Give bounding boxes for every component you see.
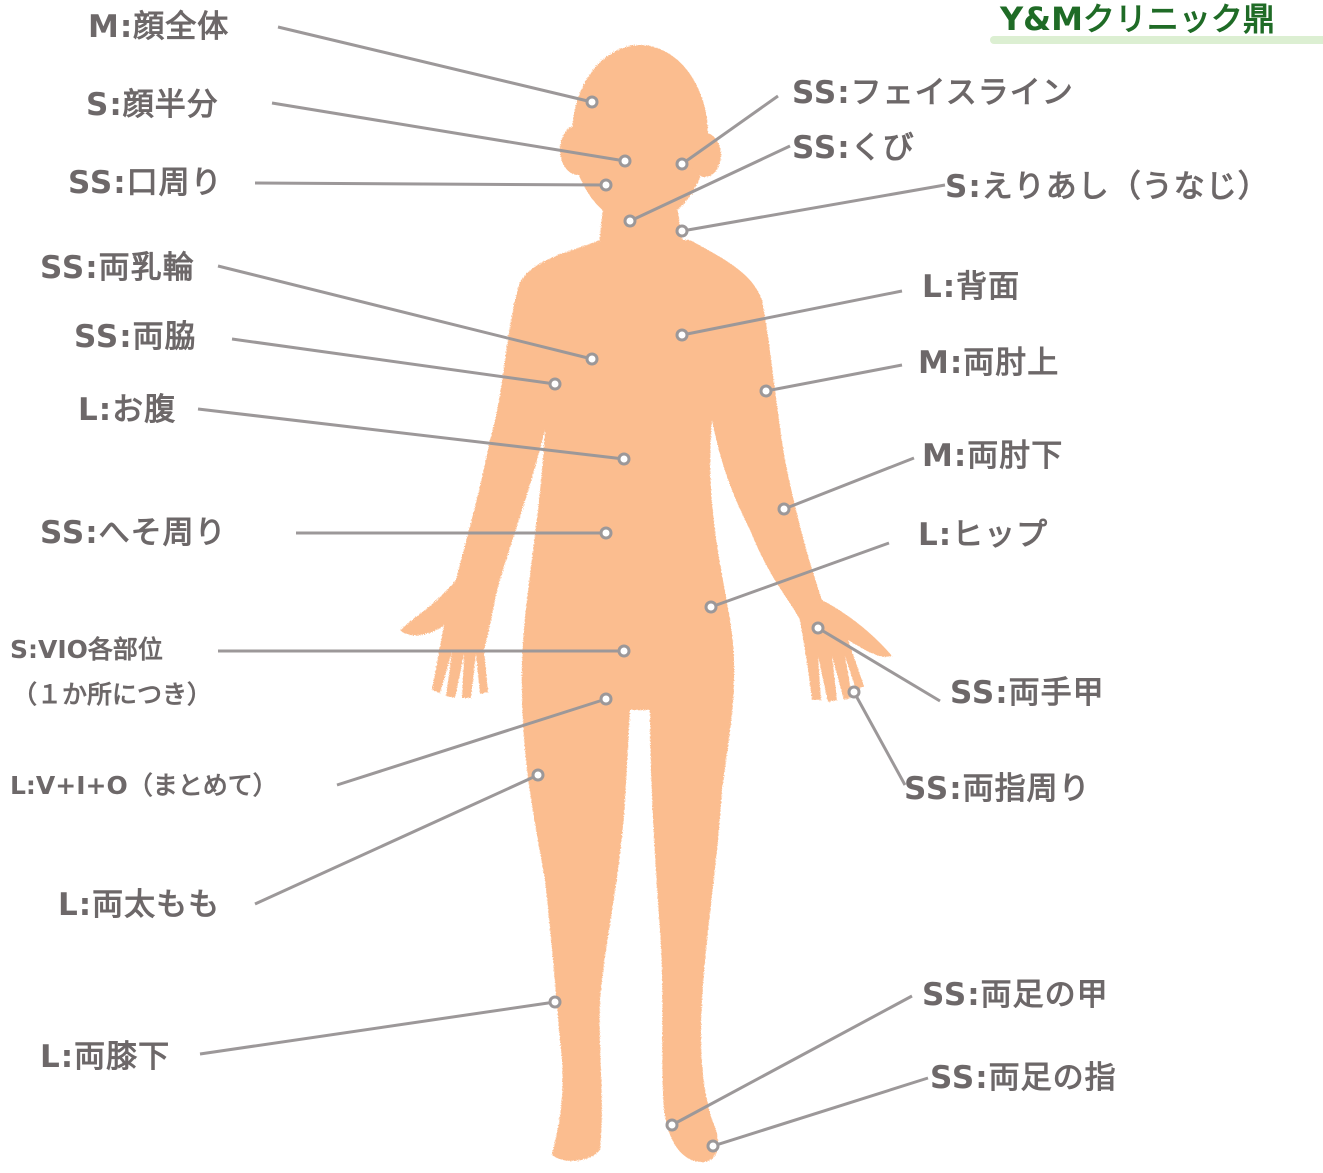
leader-dot-vio-each [617,644,631,658]
label-face-full: M:顔全体 [88,9,230,45]
label-face-half: S:顔半分 [86,87,219,123]
leader-dot-face-full [585,95,599,109]
ear-right [689,133,721,177]
leader-line-feet-top [671,994,913,1127]
leader-dot-below-knees [548,995,562,1009]
brand-name: Y&Mクリニック [1000,0,1243,38]
leader-line-mouth [254,181,607,187]
label-face-line: SS:フェイスライン [792,75,1074,111]
leader-line-below-knees [199,1000,556,1056]
leader-dot-neck [623,214,637,228]
head-shape [572,45,708,225]
leader-line-hands-back [817,626,941,703]
leader-line-both-armpits [231,337,556,386]
leader-line-upper-arms [765,363,903,393]
leader-dot-hands-back [811,621,825,635]
torso-shape [400,240,892,1163]
leader-dot-upper-arms [759,384,773,398]
label-below-knees: L:両膝下 [40,1039,171,1075]
leader-dot-thighs [531,768,545,782]
leader-dot-both-nipples [585,352,599,366]
label-thighs: L:両太もも [58,887,221,923]
label-abdomen: L:お腹 [78,392,177,428]
leader-dot-fingers [847,685,861,699]
label-neck: SS:くび [792,130,915,166]
leader-dot-face-half [618,154,632,168]
leader-line-thighs [254,773,539,906]
label-fingers: SS:両指周り [904,771,1091,807]
leader-line-face-full [277,25,593,104]
label-both-armpits: SS:両脇 [74,319,197,355]
brand-suffix: 鼎 [1242,0,1275,38]
label-nape: S:えりあし（うなじ） [945,169,1270,205]
leader-line-abdomen [197,407,625,461]
hair-bun-left [560,125,596,175]
label-hip: L:ヒップ [918,517,1049,553]
brand-title: Y&Mクリニック鼎 [1000,0,1275,40]
label-hands-back: SS:両手甲 [950,675,1105,711]
leader-line-back [681,289,903,337]
leader-line-nape [681,183,946,233]
leader-lines [197,25,946,1153]
label-feet-top: SS:両足の甲 [922,977,1109,1013]
leader-line-fingers [852,691,907,786]
leader-dot-nape [675,224,689,238]
label-back: L:背面 [922,269,1021,305]
label-navel: SS:へそ周り [40,515,227,551]
leader-dot-both-armpits [548,377,562,391]
label-vio-each-note: （１か所につき） [12,680,213,709]
leader-dot-navel [599,526,613,540]
leader-dot-toes [706,1139,720,1153]
leader-dot-feet-top [665,1118,679,1132]
label-vio-each: S:VIO各部位 [10,635,163,664]
leader-line-both-nipples [217,264,593,361]
leader-dot-back [675,328,689,342]
leader-line-vio-all [336,697,607,787]
leader-line-lower-arms [783,456,915,511]
leader-dot-hip [704,600,718,614]
leader-dot-vio-all [599,692,613,706]
leader-dot-abdomen [617,452,631,466]
brand-underline [990,36,1323,44]
label-lower-arms: M:両肘下 [922,438,1064,474]
leader-dot-mouth [599,178,613,192]
leader-line-face-line [681,94,779,166]
neck-shape [598,200,684,252]
leader-line-hip [710,541,890,609]
leader-line-face-half [271,101,626,163]
leader-line-neck [629,144,791,223]
label-both-nipples: SS:両乳輪 [40,250,195,286]
label-vio-all: L:V+I+O（まとめて） [10,771,278,800]
leader-dot-lower-arms [777,502,791,516]
leader-line-toes [712,1076,929,1148]
leader-dot-face-line [675,157,689,171]
label-mouth: SS:口周り [68,165,223,201]
label-toes: SS:両足の指 [930,1060,1117,1096]
label-upper-arms: M:両肘上 [918,345,1060,381]
